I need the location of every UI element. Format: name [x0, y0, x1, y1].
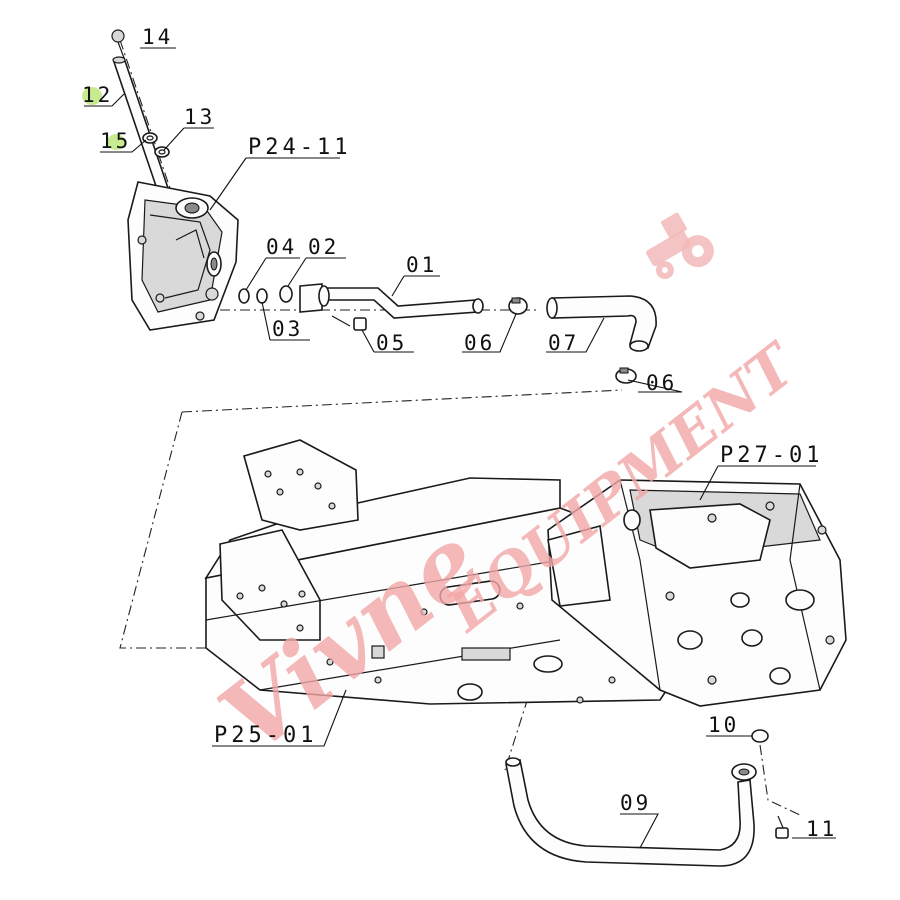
plug-part-05: [331, 315, 367, 331]
label-05: 05: [376, 331, 407, 355]
washer-part-13: [154, 146, 170, 158]
label-15: 15: [100, 129, 131, 153]
part-labels: 14 12 15 13 P24-11 04 02 01 03 05 06 07 …: [82, 25, 837, 841]
label-13: 13: [184, 105, 215, 129]
leader-lines: [84, 47, 836, 849]
hose-clamp-part-06-upper: [508, 297, 528, 315]
label-07: 07: [548, 331, 579, 355]
bolt-part-11: [775, 815, 789, 839]
o-ring-part-02: [279, 285, 293, 303]
bolt-part-14: [111, 29, 125, 59]
label-12: 12: [82, 83, 113, 107]
washer-part-15: [142, 132, 158, 144]
label-06-upper: 06: [464, 331, 495, 355]
label-14: 14: [142, 25, 173, 49]
hose-clamp-part-06-lower: [615, 367, 637, 384]
label-p25-01: P25-01: [214, 723, 317, 748]
label-06-lower: 06: [646, 371, 677, 395]
label-p24-11: P24-11: [248, 135, 351, 160]
label-10: 10: [708, 713, 739, 737]
label-01: 01: [406, 253, 437, 277]
tractor-icon: [646, 212, 714, 280]
label-11: 11: [806, 817, 837, 841]
o-ring-part-04: [238, 288, 250, 304]
label-04: 04: [266, 235, 297, 259]
label-09: 09: [620, 791, 651, 815]
hose-part-07: [546, 295, 657, 352]
highlight-mark-15: [107, 134, 125, 150]
gearbox-part-p27-01: [547, 479, 847, 707]
highlight-mark-12: [82, 87, 102, 105]
frame-bolt-holes: [236, 468, 616, 704]
label-03: 03: [272, 317, 303, 341]
label-02: 02: [308, 235, 339, 259]
o-ring-part-03: [256, 288, 268, 304]
label-p27-01: P27-01: [720, 443, 823, 468]
pipe-part-01: [299, 283, 484, 319]
housing-part-p24-11: [127, 181, 239, 331]
hose-part-09: [505, 757, 757, 867]
o-ring-part-10: [751, 729, 769, 743]
label-highlights: [82, 87, 125, 150]
tube-part-12: [112, 56, 170, 194]
